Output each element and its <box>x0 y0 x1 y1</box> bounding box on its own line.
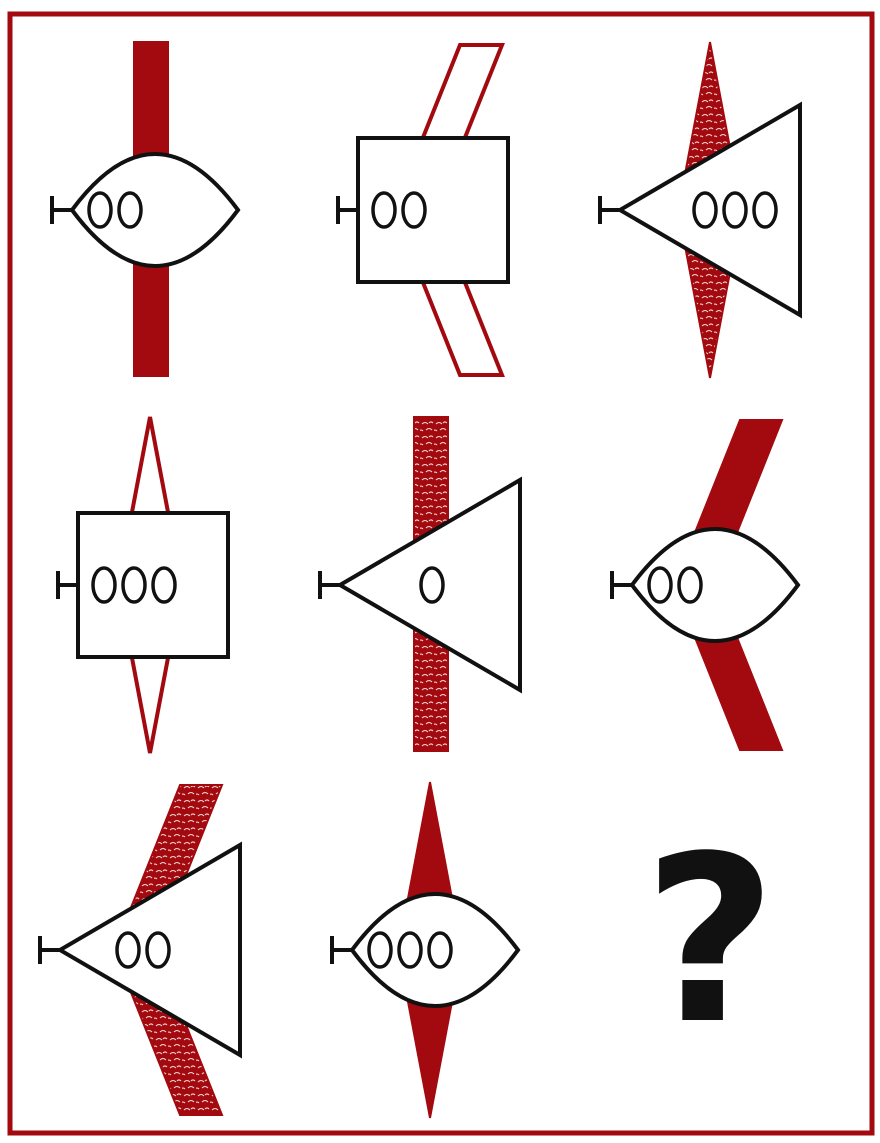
puzzle-cell-3 <box>600 42 800 378</box>
puzzle-cell-1 <box>52 42 238 376</box>
puzzle-cell-4 <box>58 417 228 753</box>
window <box>89 193 111 227</box>
window <box>649 568 671 602</box>
puzzle-cell-6 <box>612 420 798 750</box>
window <box>724 193 746 227</box>
puzzle-cell-8 <box>332 782 518 1118</box>
window <box>373 193 395 227</box>
window <box>153 568 175 602</box>
window <box>93 568 115 602</box>
puzzle-cell-7 <box>40 785 240 1115</box>
window <box>123 568 145 602</box>
window <box>119 193 141 227</box>
window <box>147 933 169 967</box>
window <box>754 193 776 227</box>
window <box>679 568 701 602</box>
window <box>369 933 391 967</box>
puzzle-cell-9: ? <box>643 808 776 1075</box>
window <box>399 933 421 967</box>
window <box>421 568 443 602</box>
puzzle-cell-5 <box>320 417 520 751</box>
puzzle-cell-2 <box>338 45 508 375</box>
question-mark: ? <box>643 808 776 1075</box>
wing-lower <box>690 625 782 750</box>
wing-upper <box>690 420 782 545</box>
window <box>429 933 451 967</box>
window <box>403 193 425 227</box>
window <box>117 933 139 967</box>
window <box>694 193 716 227</box>
